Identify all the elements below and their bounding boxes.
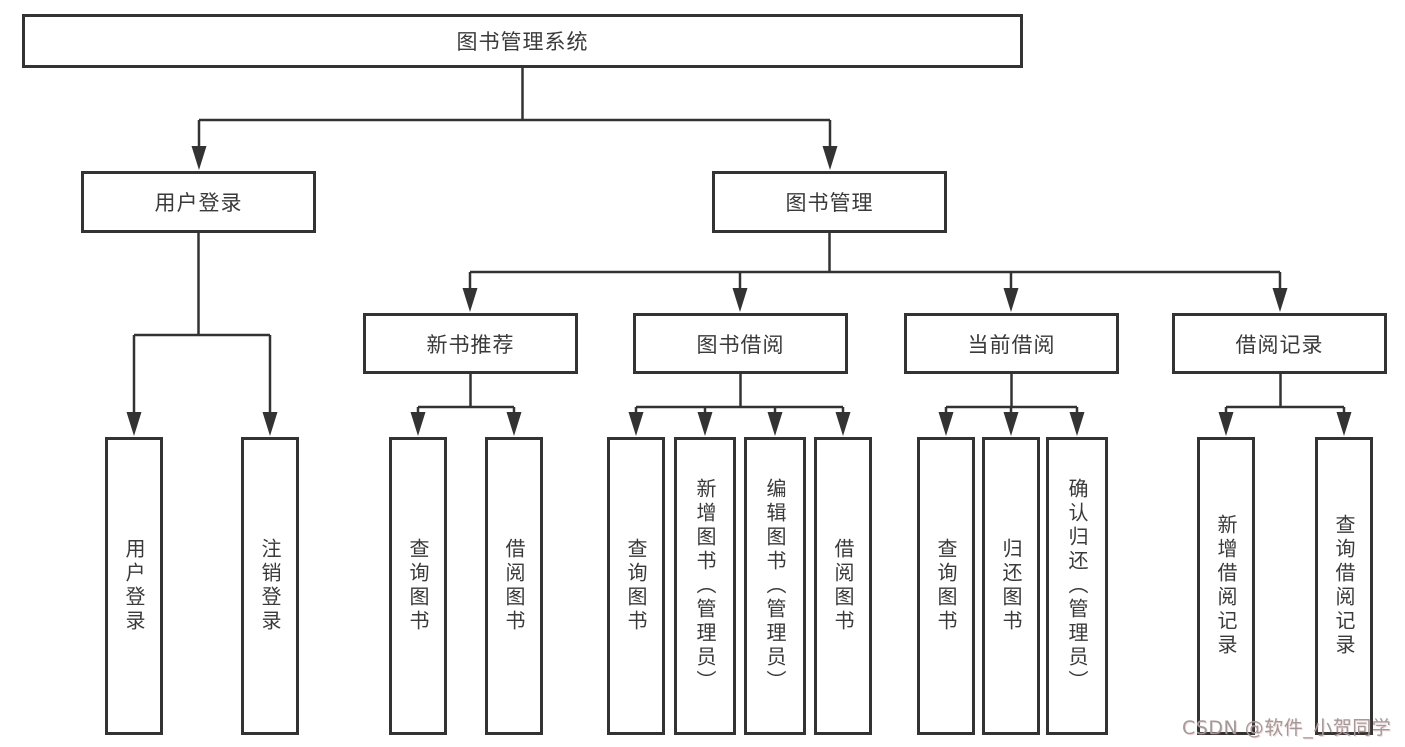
leaf-user-login: 用户登录: [105, 437, 163, 735]
leaf-label: 新增借阅记录: [1214, 514, 1238, 658]
node-library-management-system: 图书管理系统: [22, 14, 1023, 68]
connector-lines: [132, 67, 1346, 416]
node-new-book-recommendation: 新书推荐: [363, 313, 578, 374]
leaf-label: 归还图书: [999, 538, 1023, 634]
node-current-borrowing: 当前借阅: [904, 313, 1119, 374]
node-label: 当前借阅: [967, 332, 1056, 357]
leaf-label: 借阅图书: [831, 538, 855, 634]
leaf-return-book: 归还图书: [982, 437, 1040, 735]
leaf-borrow-books-recommendation: 借阅图书: [485, 437, 543, 735]
node-label: 图书管理: [785, 191, 874, 215]
csdn-watermark: CSDN @软件_小贺同学: [1182, 717, 1392, 739]
leaf-confirm-return-admin: 确认归还（管理员）: [1046, 437, 1108, 735]
node-book-borrowing: 图书借阅: [633, 313, 848, 374]
node-label: 新书推荐: [426, 332, 515, 357]
leaf-edit-book-admin: 编辑图书（管理员）: [744, 437, 806, 735]
leaf-query-books-borrowing: 查询图书: [607, 437, 665, 735]
leaf-label: 查询借阅记录: [1332, 514, 1356, 658]
node-book-management: 图书管理: [712, 171, 947, 233]
leaf-label: 确认归还（管理员）: [1065, 478, 1089, 694]
leaf-query-books-recommendation: 查询图书: [389, 437, 447, 735]
leaf-query-books-current: 查询图书: [917, 437, 975, 735]
leaf-label: 编辑图书（管理员）: [763, 478, 787, 694]
leaf-label: 查询图书: [934, 538, 958, 634]
leaf-label: 查询图书: [624, 538, 648, 634]
leaf-logout: 注销登录: [241, 437, 299, 735]
leaf-label: 新增图书（管理员）: [693, 478, 717, 694]
leaf-add-book-admin: 新增图书（管理员）: [674, 437, 736, 735]
node-label: 用户登录: [154, 191, 243, 215]
leaf-label: 查询图书: [406, 538, 430, 634]
leaf-label: 借阅图书: [502, 538, 526, 634]
node-user-login: 用户登录: [81, 171, 316, 233]
arrow-down-icons: [126, 146, 1352, 436]
leaf-label: 注销登录: [258, 538, 282, 634]
node-borrowing-records: 借阅记录: [1172, 313, 1387, 374]
leaf-query-borrow-record: 查询借阅记录: [1315, 437, 1373, 735]
node-label: 图书管理系统: [456, 30, 589, 54]
leaf-add-borrow-record: 新增借阅记录: [1197, 437, 1255, 735]
node-label: 图书借阅: [696, 332, 785, 357]
leaf-borrow-books-borrowing: 借阅图书: [814, 437, 872, 735]
leaf-label: 用户登录: [122, 538, 146, 634]
node-label: 借阅记录: [1235, 332, 1324, 357]
